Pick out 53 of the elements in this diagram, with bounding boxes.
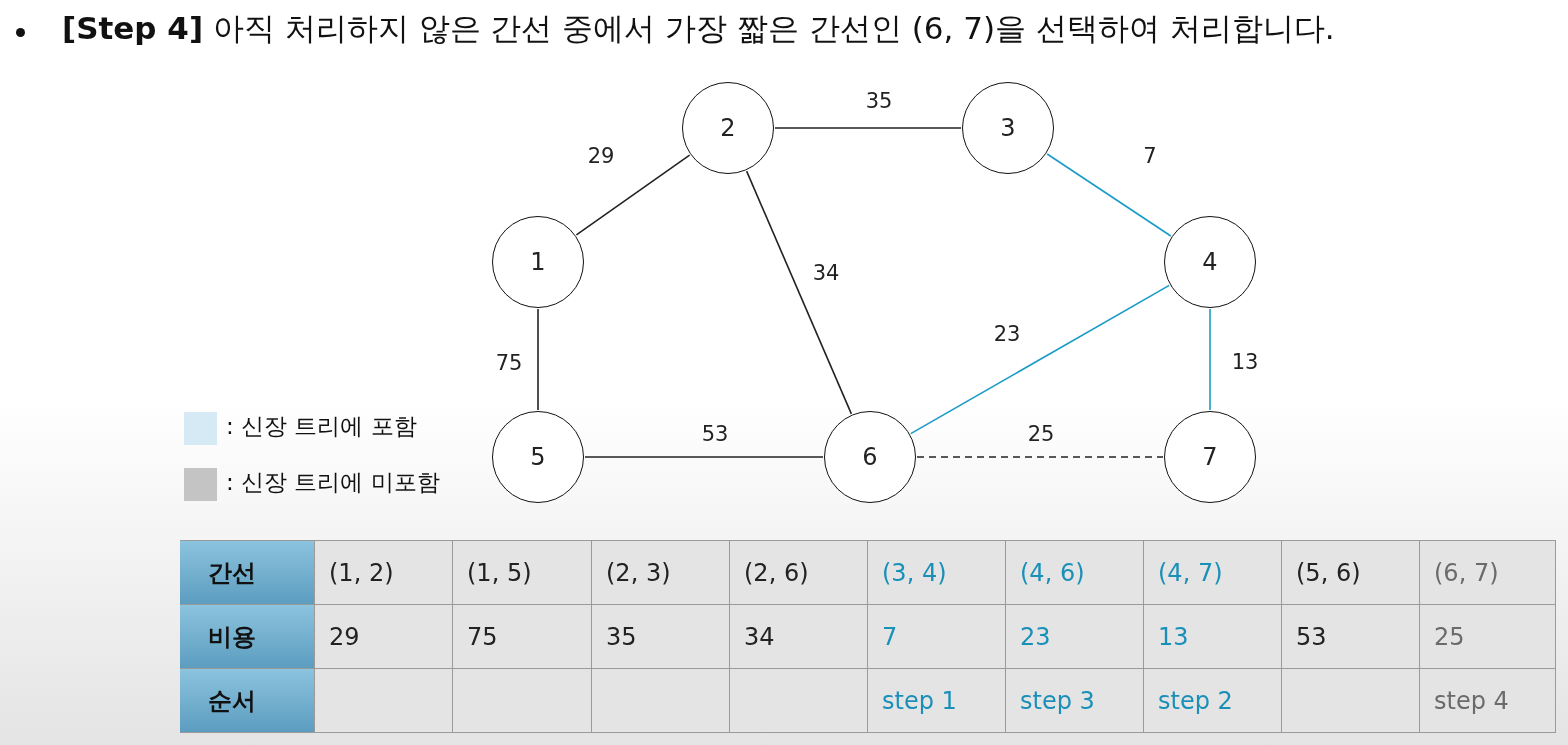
- dashed-edge: [916, 456, 1164, 458]
- edge-label: 53: [701, 422, 729, 446]
- edge-label: 7: [1143, 144, 1157, 168]
- legend-text: : 신장 트리에 미포함: [226, 468, 440, 497]
- graph-node: 3: [962, 82, 1054, 174]
- table-cell: 35: [592, 605, 730, 669]
- graph-node: 4: [1164, 216, 1256, 308]
- table-cell: 75: [453, 605, 592, 669]
- edge-line: [584, 456, 824, 458]
- edge-line: [537, 308, 539, 411]
- table-cell: step 3: [1006, 669, 1144, 733]
- table-cell: 25: [1420, 605, 1556, 669]
- graph-node: 5: [492, 411, 584, 503]
- table-cell: (5, 6): [1282, 541, 1420, 605]
- edge-label: 13: [1231, 350, 1259, 374]
- header-cell: 비용: [180, 605, 315, 669]
- header-cell: 순서: [180, 669, 315, 733]
- edge-line: [909, 284, 1171, 435]
- table-cell: (1, 2): [315, 541, 453, 605]
- table-cell: (4, 6): [1006, 541, 1144, 605]
- table-cell: (3, 4): [868, 541, 1006, 605]
- header-cell: 간선: [180, 541, 315, 605]
- table-cell: 34: [730, 605, 868, 669]
- graph-node: 6: [824, 411, 916, 503]
- table-cell: (4, 7): [1144, 541, 1282, 605]
- edge-line: [1046, 153, 1172, 237]
- table-cell: 23: [1006, 605, 1144, 669]
- table-cell: (1, 5): [453, 541, 592, 605]
- table-cell: (6, 7): [1420, 541, 1556, 605]
- graph-node: 7: [1164, 411, 1256, 503]
- table-cell: 53: [1282, 605, 1420, 669]
- table-cell: 29: [315, 605, 453, 669]
- table-cell: (2, 3): [592, 541, 730, 605]
- edge-line: [745, 170, 853, 415]
- table-cell: step 2: [1144, 669, 1282, 733]
- edge-line: [1209, 308, 1211, 411]
- edge-label: 34: [812, 261, 840, 285]
- edge-label: 35: [865, 89, 893, 113]
- edge-line: [774, 127, 962, 129]
- edge-label: 25: [1027, 422, 1055, 446]
- table-cell: (2, 6): [730, 541, 868, 605]
- table-cell: step 4: [1420, 669, 1556, 733]
- graph-node: 2: [682, 82, 774, 174]
- edge-label: 23: [993, 322, 1021, 346]
- legend-text: : 신장 트리에 포함: [226, 412, 417, 441]
- edge-label: 75: [495, 351, 523, 375]
- edge-label: 29: [587, 144, 615, 168]
- table-cell: 13: [1144, 605, 1282, 669]
- table-cell: step 1: [868, 669, 1006, 733]
- heading: [Step 4] 아직 처리하지 않은 간선 중에서 가장 짧은 간선인 (6, 7)을 선택하여 처리합니다.: [62, 9, 1335, 48]
- graph-node: 1: [492, 216, 584, 308]
- edge-line: [575, 154, 691, 236]
- table-cell: 7: [868, 605, 1006, 669]
